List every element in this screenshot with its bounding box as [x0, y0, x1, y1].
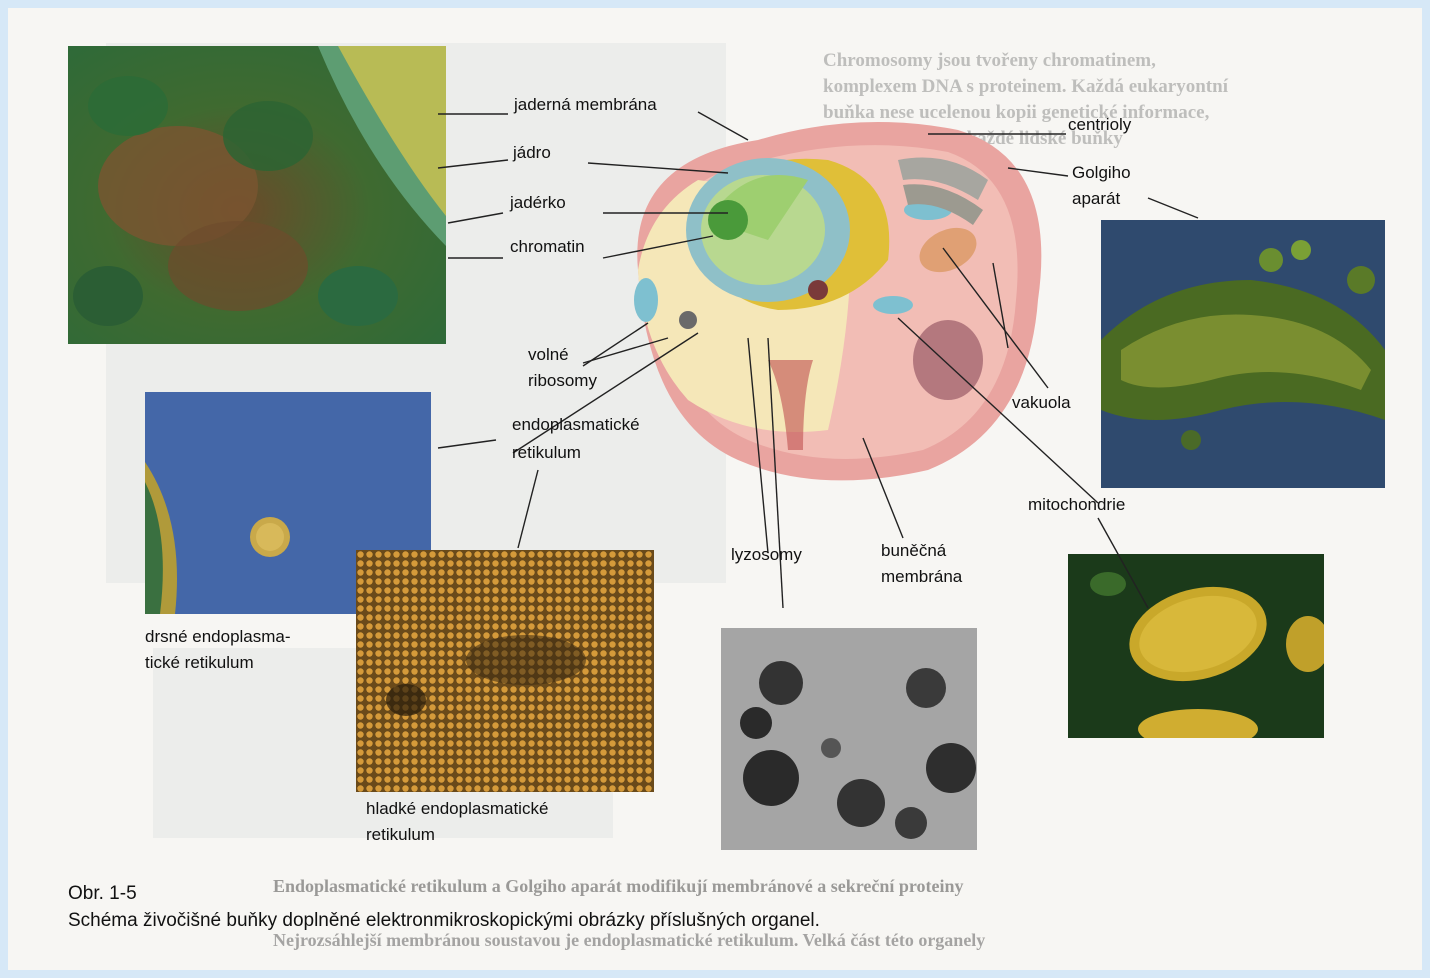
figure-number: Obr. 1-5 — [68, 883, 137, 905]
label-rough-er-2: tické retikulum — [145, 652, 254, 674]
label-er-2: retikulum — [512, 442, 581, 464]
label-cell-membrane-1: buněčná — [881, 540, 946, 562]
label-nucleus: jádro — [513, 142, 551, 164]
figure-caption: Schéma živočišné buňky doplněné elektron… — [68, 910, 820, 932]
label-cell-membrane-2: membrána — [881, 566, 962, 588]
label-er-1: endoplasmatické — [512, 414, 640, 436]
leader-lines — [8, 8, 1422, 970]
label-lysosomes: lyzosomy — [731, 544, 802, 566]
label-nucleolus: jadérko — [510, 192, 566, 214]
label-mitochondria: mitochondrie — [1028, 494, 1125, 516]
label-centrioles: centrioly — [1068, 114, 1131, 136]
label-smooth-er-1: hladké endoplasmatické — [366, 798, 548, 820]
label-vacuole: vakuola — [1012, 392, 1071, 414]
label-rough-er-1: drsné endoplasma- — [145, 626, 291, 648]
label-golgi-1: Golgiho — [1072, 162, 1131, 184]
label-chromatin: chromatin — [510, 236, 585, 258]
label-smooth-er-2: retikulum — [366, 824, 435, 846]
label-free-ribosomes-2: ribosomy — [528, 370, 597, 392]
document-page: Chromosomy jsou tvořeny chromatinem, kom… — [8, 8, 1422, 970]
label-golgi-2: aparát — [1072, 188, 1120, 210]
label-free-ribosomes-1: volné — [528, 344, 569, 366]
label-nuclear-membrane: jaderná membrána — [514, 94, 657, 116]
